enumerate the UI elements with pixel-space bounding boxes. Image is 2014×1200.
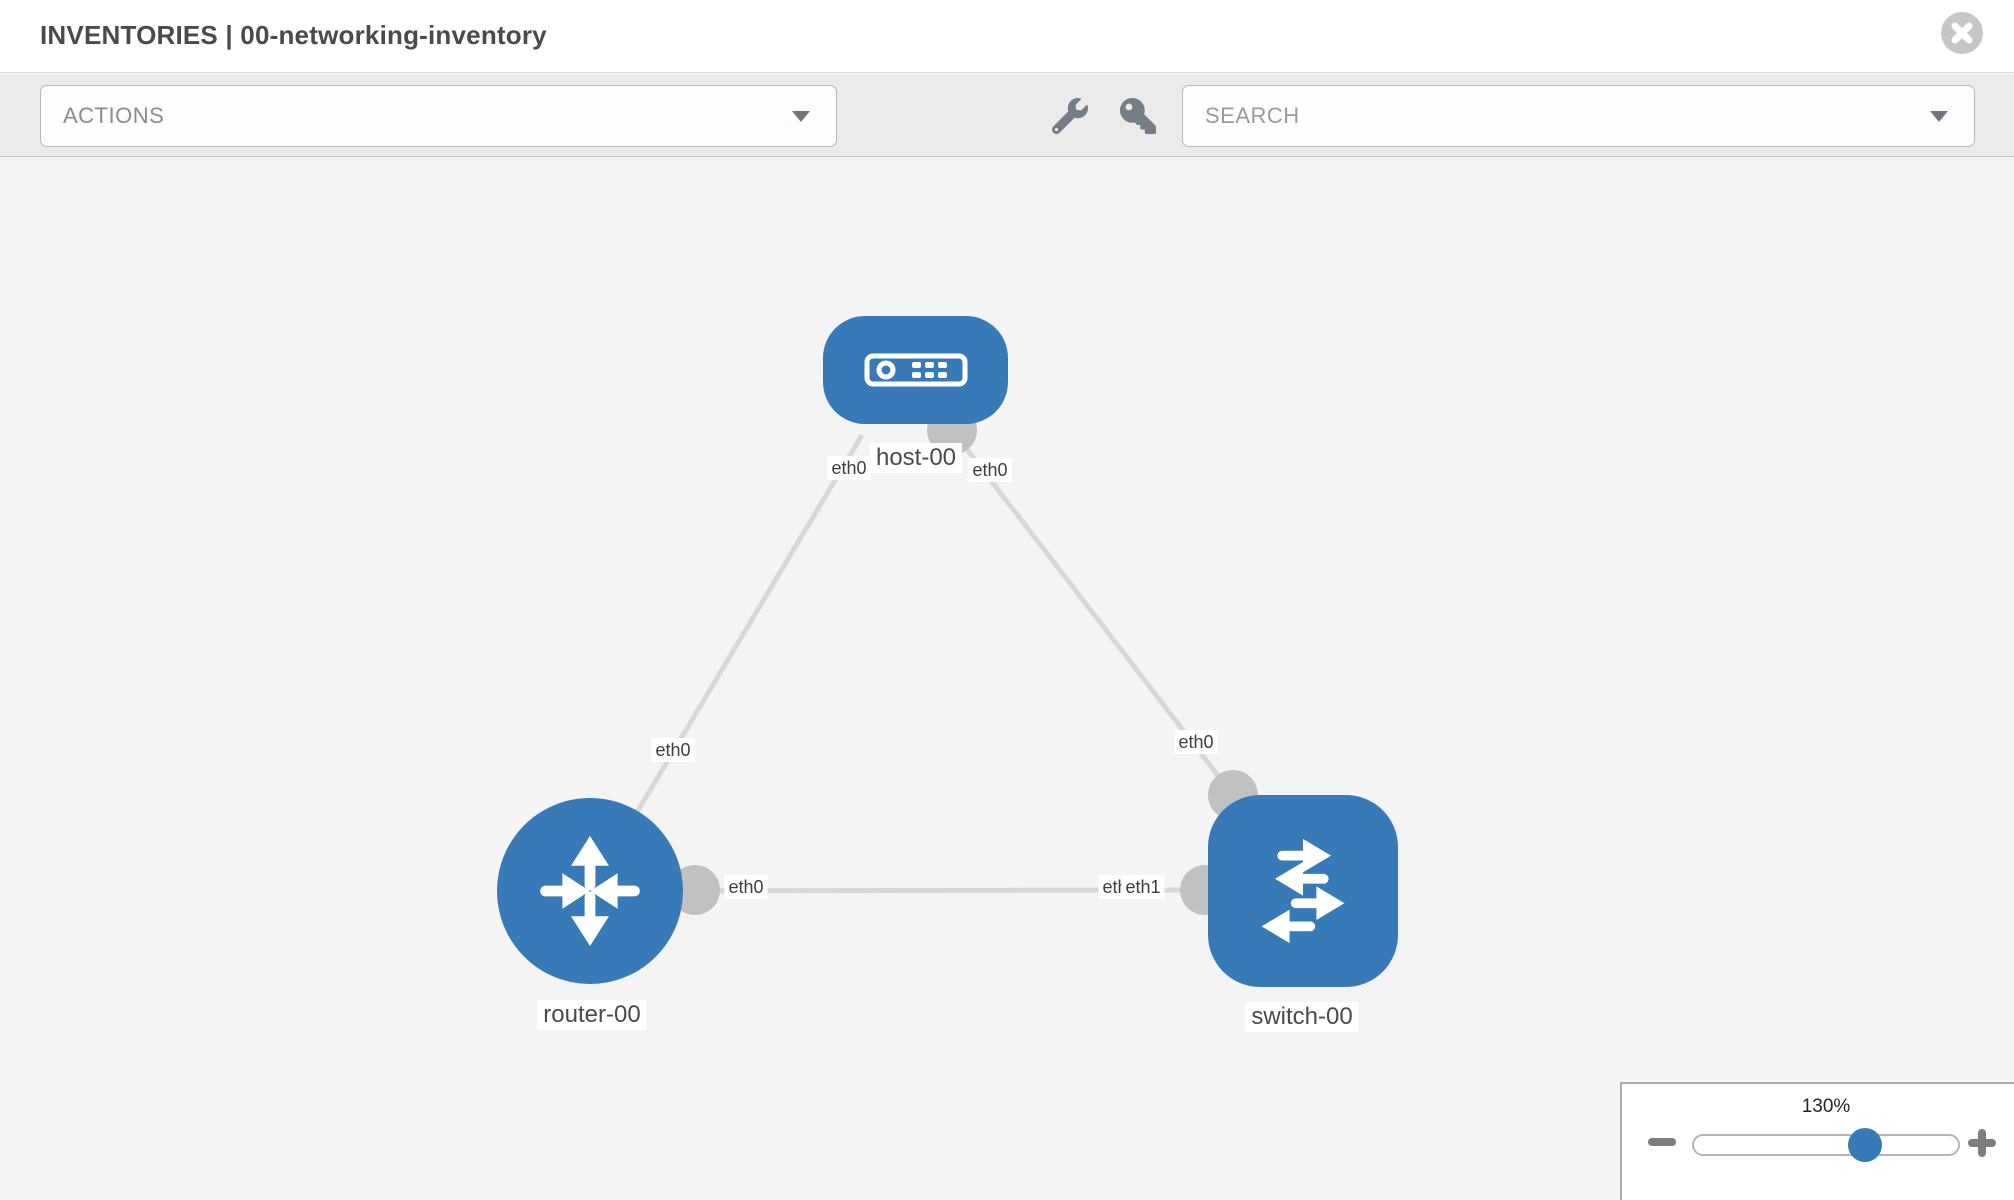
- host-device-icon: [864, 353, 967, 387]
- actions-dropdown[interactable]: ACTIONS: [40, 85, 837, 147]
- page-title: INVENTORIES | 00-networking-inventory: [40, 20, 547, 50]
- interface-label-switch-eth0-up: eth0: [1174, 730, 1218, 754]
- toolbar: ACTIONS: [0, 74, 2014, 157]
- key-icon: [1120, 98, 1156, 134]
- interface-label-router-eth0-mid: eth0: [724, 875, 768, 899]
- router-device-icon: [540, 835, 640, 947]
- search-input[interactable]: [1205, 103, 1930, 129]
- topology-canvas[interactable]: host-00 router-00 switch-00 eth0 eth0 et…: [0, 157, 2014, 1200]
- zoom-out-button[interactable]: [1648, 1138, 1676, 1146]
- node-router-00[interactable]: [497, 798, 683, 984]
- zoom-slider-track[interactable]: [1692, 1134, 1960, 1156]
- header-bar: INVENTORIES | 00-networking-inventory: [0, 0, 2014, 73]
- close-icon: [1951, 22, 1973, 44]
- configure-button[interactable]: [1044, 90, 1096, 142]
- interface-label-router-eth0-up: eth0: [651, 738, 695, 762]
- node-label-switch-00: switch-00: [1245, 1002, 1359, 1032]
- interface-label-host-eth0-right: eth0: [968, 458, 1012, 482]
- zoom-level-value: 130%: [1801, 1096, 1851, 1117]
- topology-links-layer: [587, 405, 1258, 915]
- credentials-button[interactable]: [1112, 90, 1164, 142]
- wrench-icon: [1052, 98, 1088, 134]
- node-host-00[interactable]: [823, 316, 1008, 424]
- chevron-down-icon: [792, 110, 810, 122]
- node-label-host-00: host-00: [869, 443, 963, 473]
- zoom-slider-handle[interactable]: [1848, 1128, 1882, 1162]
- search-dropdown[interactable]: [1182, 85, 1975, 147]
- chevron-down-icon: [1930, 110, 1948, 122]
- interface-label-host-eth0-left: eth0: [827, 456, 871, 480]
- node-label-router-00: router-00: [537, 1000, 647, 1030]
- actions-dropdown-label: ACTIONS: [63, 103, 165, 128]
- switch-device-icon: [1261, 838, 1345, 944]
- node-switch-00[interactable]: [1208, 795, 1398, 987]
- close-button[interactable]: [1941, 12, 1983, 54]
- zoom-in-button[interactable]: [1968, 1129, 1996, 1157]
- link-endpoint: [670, 865, 720, 915]
- zoom-control-panel: 130%: [1620, 1082, 2014, 1200]
- interface-label-switch-eth1: eth1: [1121, 875, 1165, 899]
